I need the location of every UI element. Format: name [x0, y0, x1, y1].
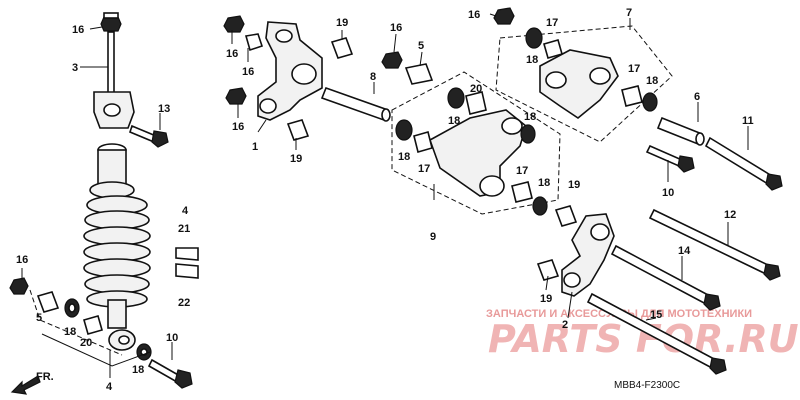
label-8: 8 — [370, 71, 376, 83]
label-6: 6 — [694, 91, 700, 103]
label-17: 17 — [516, 165, 528, 177]
collar-19-upper — [330, 37, 354, 59]
label-16: 16 — [242, 66, 254, 78]
label-20: 20 — [80, 337, 92, 349]
top-nut — [100, 12, 122, 32]
bolt-12 — [648, 208, 781, 281]
label-13: 13 — [158, 103, 170, 115]
label-1: 1 — [252, 141, 258, 153]
bolt-14 — [610, 244, 721, 311]
bushing-set — [175, 247, 199, 279]
label-12: 12 — [724, 209, 736, 221]
label-18: 18 — [448, 115, 460, 127]
label-22: 22 — [178, 297, 190, 309]
label-19: 19 — [568, 179, 580, 191]
link-arm-2 — [536, 205, 615, 297]
watermark: ЗАПЧАСТИ И АКСЕССУАРЫ ДЛЯ МОТОТЕХНИКИ PA… — [486, 308, 799, 361]
link-arm-1 — [257, 21, 323, 121]
label-18: 18 — [524, 111, 536, 123]
label-4: 4 — [182, 205, 189, 217]
leader-lines — [21, 13, 749, 378]
label-2: 2 — [562, 319, 568, 331]
label-18: 18 — [132, 364, 144, 376]
front-arrow: FR. — [10, 371, 54, 395]
label-18: 18 — [64, 326, 76, 338]
label-16: 16 — [390, 22, 402, 34]
label-17: 17 — [546, 17, 558, 29]
spring — [83, 195, 151, 308]
label-16: 16 — [232, 121, 244, 133]
lower-left-parts — [9, 277, 193, 389]
bolt-10-right — [645, 144, 695, 173]
nuts-link-1 — [223, 15, 264, 105]
top-mount — [93, 91, 135, 129]
label-11: 11 — [742, 115, 754, 127]
label-16: 16 — [72, 24, 84, 36]
label-4: 4 — [106, 381, 113, 393]
link-7-group — [493, 7, 673, 143]
bolt-11 — [704, 136, 783, 191]
label-5: 5 — [418, 40, 424, 52]
bolt-15 — [586, 292, 727, 375]
label-3: 3 — [72, 62, 78, 74]
label-21: 21 — [178, 223, 190, 235]
label-19: 19 — [290, 153, 302, 165]
label-16: 16 — [226, 48, 238, 60]
label-20: 20 — [470, 83, 482, 95]
bottom-mount — [107, 299, 136, 351]
label-17: 17 — [628, 63, 640, 75]
label-18: 18 — [398, 151, 410, 163]
bolt-6 — [656, 116, 705, 146]
label-19: 19 — [336, 17, 348, 29]
bolt-13 — [129, 124, 169, 148]
label-17: 17 — [418, 163, 430, 175]
label-16: 16 — [468, 9, 480, 21]
callout-labels: 16 3 13 4 21 22 16 5 18 20 4 18 10 16 16… — [16, 7, 754, 393]
front-label: FR. — [36, 371, 54, 383]
label-18: 18 — [646, 75, 658, 87]
shock-absorber — [83, 12, 169, 351]
link-9-group — [391, 71, 561, 216]
label-5: 5 — [36, 312, 42, 324]
diagram-code: MBB4-F2300C — [614, 380, 680, 391]
label-10: 10 — [166, 332, 178, 344]
collar-19-lower — [286, 119, 310, 141]
nut-collar-upper — [381, 51, 434, 85]
shock-body — [89, 143, 135, 199]
label-9: 9 — [430, 231, 436, 243]
label-14: 14 — [678, 245, 691, 257]
pin-8 — [320, 86, 391, 122]
label-16: 16 — [16, 254, 28, 266]
label-18: 18 — [538, 177, 550, 189]
shock-rod — [107, 31, 115, 95]
label-18: 18 — [526, 54, 538, 66]
label-19: 19 — [540, 293, 552, 305]
label-15: 15 — [650, 309, 662, 321]
label-7: 7 — [626, 7, 632, 19]
label-10: 10 — [662, 187, 674, 199]
